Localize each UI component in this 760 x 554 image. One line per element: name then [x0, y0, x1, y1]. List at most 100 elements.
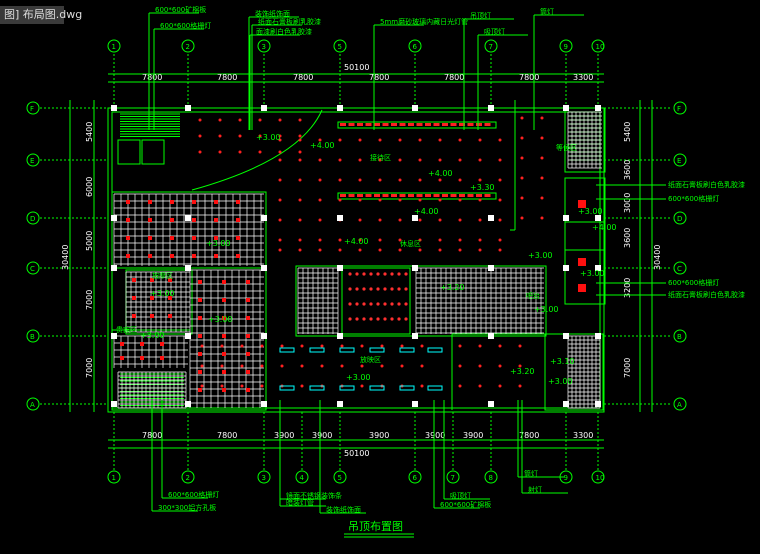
level-tag: +3.00	[150, 289, 175, 298]
level-tag: +4.00	[414, 207, 439, 216]
axis-label: 10	[596, 474, 605, 482]
callout-label: 吸顶灯	[484, 27, 505, 36]
level-tag: +3.20	[440, 283, 465, 292]
axis-bubble	[408, 470, 422, 484]
level-tag: +3.00	[208, 315, 233, 324]
level-tag: +4.00	[310, 141, 335, 150]
dimension-value: 3300	[573, 73, 593, 82]
axis-label: 6	[413, 474, 418, 482]
axis-label: 8	[489, 474, 493, 482]
axis-bubble	[591, 39, 605, 53]
structural-columns	[111, 105, 601, 407]
level-tag: +3.00	[580, 269, 605, 278]
axis-bubble	[673, 153, 687, 167]
callout-label: 射灯	[528, 485, 542, 494]
callout-label: 装饰纸饰面	[255, 9, 290, 18]
dimension-value: 3900	[425, 431, 445, 440]
axis-label: D	[30, 215, 35, 223]
dimension-value: 7800	[293, 73, 313, 82]
dimension-value: 7000	[85, 358, 94, 378]
room-name: 休息区	[400, 239, 421, 248]
axis-bubble	[333, 39, 347, 53]
dimension-value: 7800	[142, 73, 162, 82]
callout-label: 筒灯	[540, 7, 554, 16]
dimension-value: 7800	[369, 73, 389, 82]
dimension-value: 7800	[519, 73, 539, 82]
axis-bubble	[673, 101, 687, 115]
dimension-value: 5400	[85, 122, 94, 142]
axis-label: C	[677, 265, 682, 273]
room-name: 接待区	[370, 153, 391, 162]
axis-bubble	[26, 211, 40, 225]
axis-label: E	[30, 157, 34, 165]
leader-callouts: 600*600矿棉板600*600格栅灯装饰纸饰面纸面石膏板刷乳胶漆面漆刷白色乳…	[148, 5, 745, 514]
axis-bubble	[559, 39, 573, 53]
axis-bubble	[181, 39, 195, 53]
axis-bubble	[181, 470, 195, 484]
callout-label: 600*600矿棉板	[155, 5, 206, 14]
level-tag: +4.00	[344, 237, 369, 246]
axis-label: 4	[300, 474, 305, 482]
callout-label: 纸面石膏板刷白色乳胶漆	[668, 180, 745, 189]
axis-label: C	[30, 265, 35, 273]
axis-label: 3	[262, 43, 266, 51]
callout-label: 600*600格栅灯	[668, 194, 719, 203]
axis-label: 1	[112, 474, 116, 482]
axis-label: 2	[186, 43, 190, 51]
callout-label: 暗装灯管	[286, 498, 314, 507]
level-tag: +3.00	[346, 373, 371, 382]
level-tag: +4.00	[428, 169, 453, 178]
axis-label: B	[30, 333, 35, 341]
dimension-value: 3300	[573, 431, 593, 440]
callout-label: 吊顶灯	[470, 11, 491, 20]
callout-label: 600*600矿棉板	[440, 500, 491, 509]
file-tab[interactable]: 图] 布局图.dwg	[0, 6, 82, 24]
axis-bubble	[257, 39, 271, 53]
axis-bubble	[257, 470, 271, 484]
axis-label: 7	[451, 474, 455, 482]
axis-bubble	[408, 39, 422, 53]
level-tag: +4.00	[592, 223, 617, 232]
axis-bubble	[484, 470, 498, 484]
dimension-value: 7800	[217, 431, 237, 440]
room-name: 吧台	[526, 291, 540, 300]
axis-label: 7	[489, 43, 493, 51]
ceiling-grid-tiles	[113, 111, 602, 409]
level-tag: +3.00	[578, 207, 603, 216]
dimension-value: 7000	[85, 290, 94, 310]
axis-label: 10	[596, 43, 605, 51]
dimension-value: 7800	[444, 73, 464, 82]
axis-bubble	[673, 211, 687, 225]
axis-bubble	[673, 397, 687, 411]
axis-bubble	[591, 470, 605, 484]
level-tag: +3.00	[548, 377, 573, 386]
axis-bubble	[673, 329, 687, 343]
callout-label: 筒灯	[524, 469, 538, 478]
axis-bubble	[295, 470, 309, 484]
ceiling-lights	[120, 116, 586, 392]
level-tag: +3.00	[256, 133, 281, 142]
dimension-total: 50100	[344, 63, 369, 72]
level-tag: +3.00	[534, 305, 559, 314]
callout-label: 纸面石膏板刷白色乳胶漆	[668, 290, 745, 299]
axis-label: 3	[262, 474, 266, 482]
dimension-value: 6000	[85, 177, 94, 197]
axis-label: 5	[338, 474, 342, 482]
axis-bubble	[26, 153, 40, 167]
axis-bubble	[484, 39, 498, 53]
dimension-value: 3900	[369, 431, 389, 440]
dimension-value: 5400	[623, 122, 632, 142]
axis-label: A	[677, 401, 682, 409]
axis-bubble	[446, 470, 460, 484]
room-name: 放映区	[360, 355, 381, 364]
axis-bubble	[26, 101, 40, 115]
callout-label: 面漆刷白色乳胶漆	[256, 27, 312, 36]
dimension-value: 7800	[217, 73, 237, 82]
dimension-total: 30400	[653, 245, 662, 270]
axis-bubble	[26, 397, 40, 411]
axis-label: B	[677, 333, 682, 341]
drawing-title: 吊顶布置图	[348, 520, 403, 533]
